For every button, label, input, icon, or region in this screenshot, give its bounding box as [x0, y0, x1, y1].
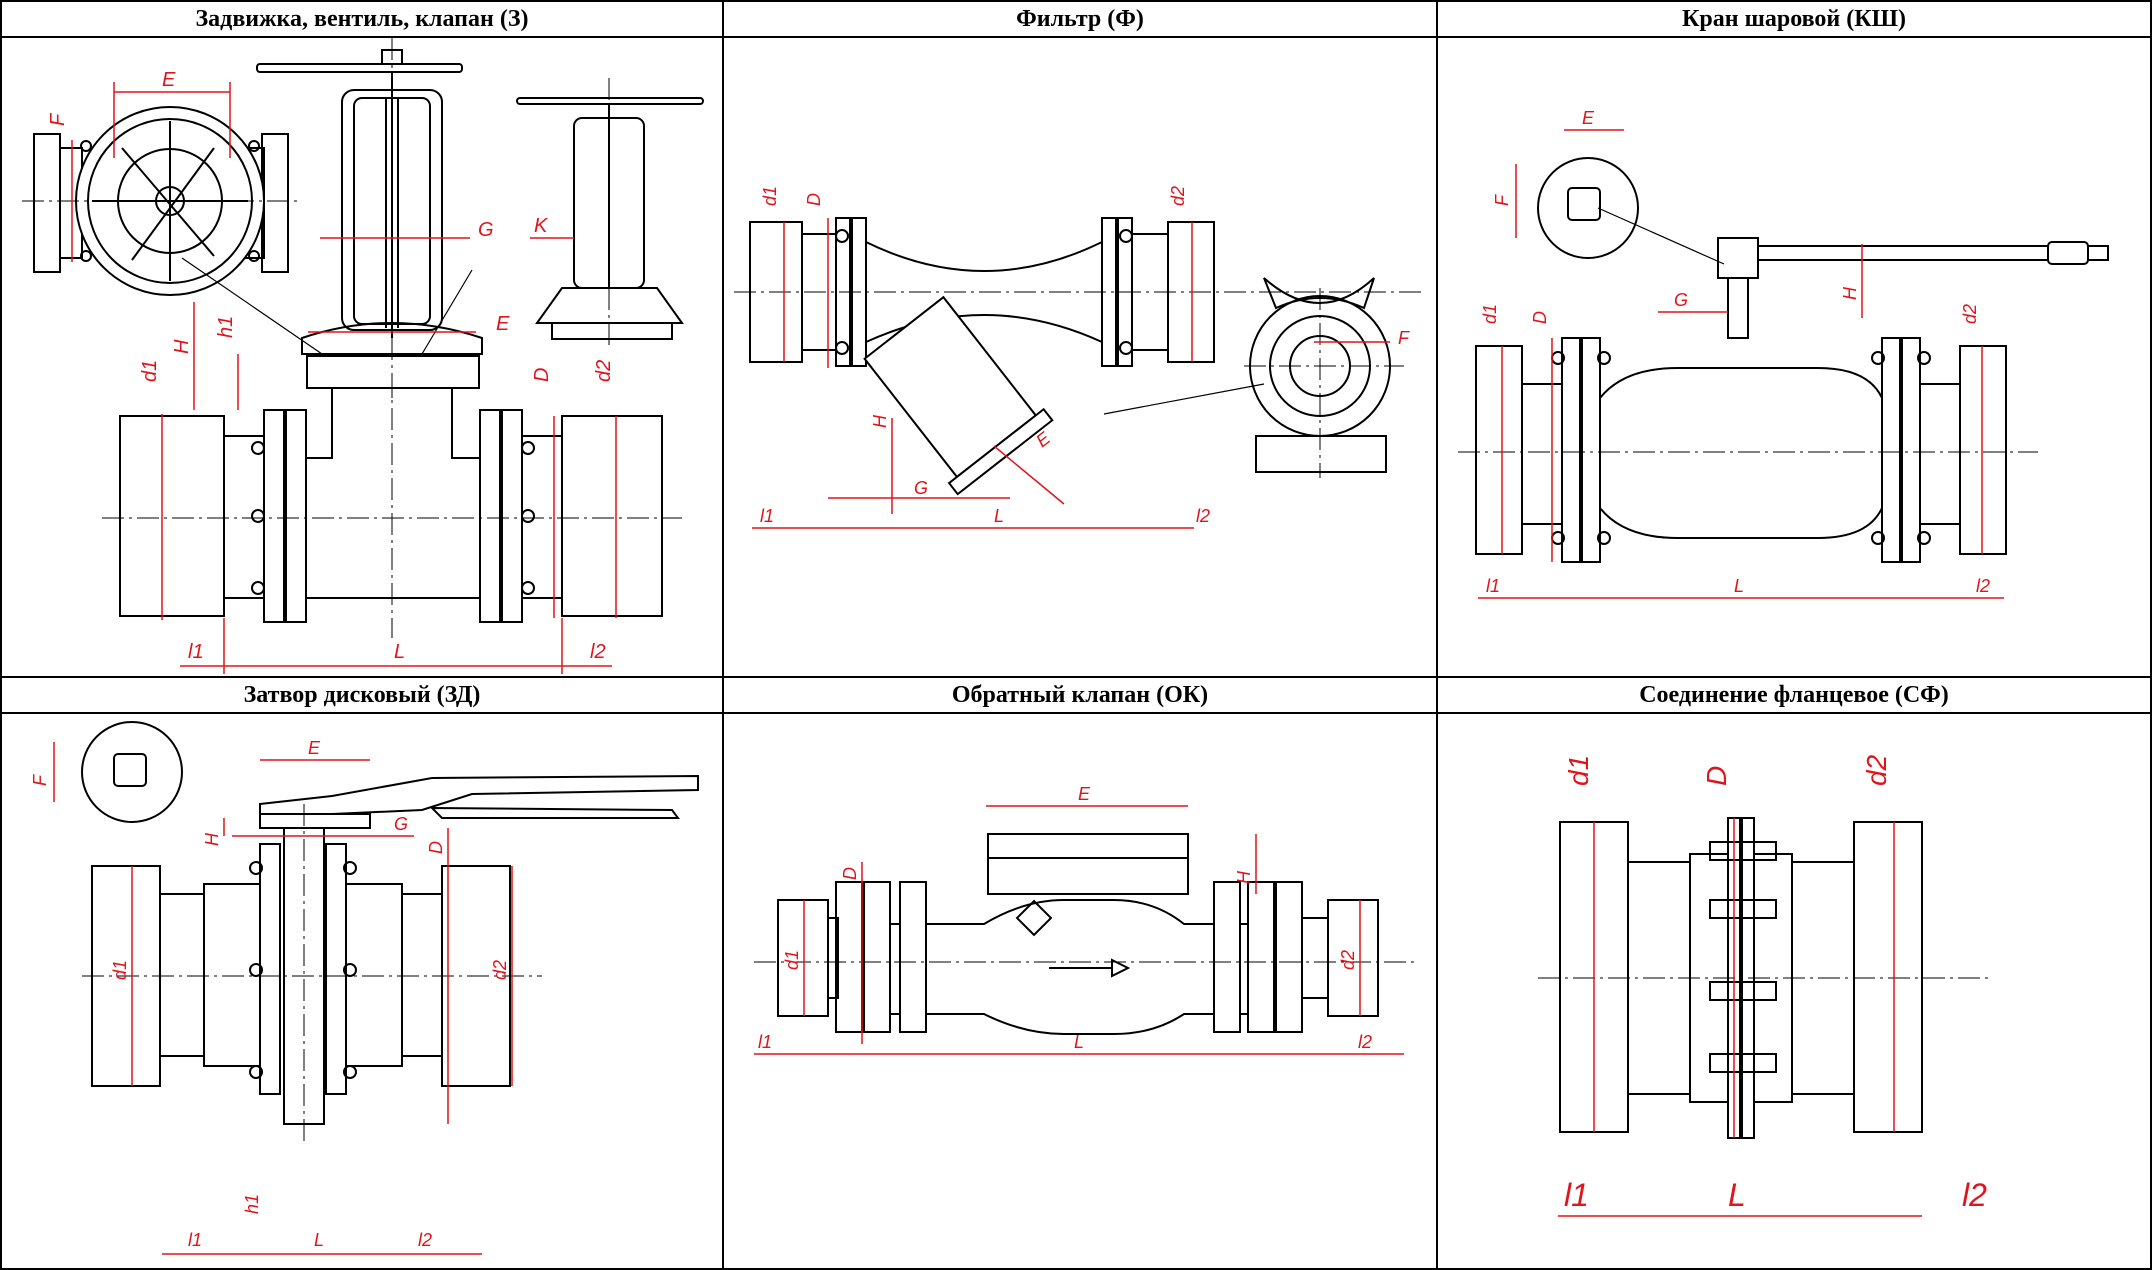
dim-label-E: E: [162, 69, 176, 91]
panel-title: Задвижка, вентиль, клапан (З): [2, 2, 722, 38]
dim-label-d2: d2: [593, 360, 615, 382]
dim-label-G: G: [914, 478, 928, 498]
flange-connection-dimensions: d1 D d2 l1 L l2: [1558, 754, 1987, 1217]
dim-label-H: H: [202, 832, 222, 846]
gate-valve-dimensions: E F G K H h1 E d1 D: [47, 69, 617, 674]
dim-label-G: G: [478, 219, 494, 241]
panel-ball-valve: Кран шаровой (КШ): [1436, 0, 2152, 678]
panel-flange-connection: Соединение фланцевое (СФ): [1436, 676, 2152, 1270]
ball-valve-body: [1458, 337, 2038, 563]
dim-label-F: F: [30, 774, 50, 786]
dim-label-l2: l2: [1358, 1032, 1372, 1052]
dim-label-d1: d1: [1563, 755, 1594, 786]
butterfly-valve-drawing: F E H G D d1 d2 l1 h1: [2, 714, 722, 1268]
gate-valve-side-view: [516, 78, 704, 348]
panel-title: Кран шаровой (КШ): [1438, 2, 2150, 38]
gate-valve-drawing: E F G K H h1 E d1 D: [2, 38, 722, 676]
filter-end-view: [1103, 277, 1404, 478]
gate-valve-top-view: [22, 106, 302, 296]
dim-label-D: D: [531, 368, 553, 382]
dim-label-K: K: [534, 215, 549, 237]
dim-label-d2: d2: [1168, 186, 1188, 206]
dim-label-L: L: [1734, 576, 1744, 596]
dim-label-H: H: [870, 414, 890, 428]
panel-butterfly-valve: Затвор дисковый (ЗД): [0, 676, 724, 1270]
panel-title: Обратный клапан (ОК): [724, 678, 1436, 714]
dim-label-d2: d2: [1338, 950, 1358, 970]
ball-valve-drawing: E F G H d1 D d2 l1 L: [1438, 38, 2150, 676]
check-valve-dimensions: E D H d1 d2 l1 L l2: [754, 784, 1404, 1055]
ball-valve-handle: [1537, 157, 2109, 339]
panel-title: Соединение фланцевое (СФ): [1438, 678, 2150, 714]
dim-label-l2: l2: [418, 1230, 432, 1250]
dim-label-l1: l1: [758, 1032, 772, 1052]
dim-label-D: D: [1530, 311, 1550, 324]
dim-label-l2: l2: [590, 641, 606, 663]
ball-valve-dimensions: E F G H d1 D d2 l1 L: [1478, 108, 2004, 599]
filter-dimensions: d1 D d2 F H E G l1 L: [752, 186, 1410, 529]
dim-label-F: F: [1492, 194, 1512, 206]
dim-label-F: F: [1398, 328, 1410, 348]
butterfly-valve-dimensions: F E H G D d1 d2 l1 h1: [30, 738, 513, 1255]
dim-label-l1: l1: [1486, 576, 1500, 596]
panel-check-valve: Обратный клапан (ОК): [722, 676, 1438, 1270]
dim-label-l2: l2: [1196, 506, 1210, 526]
panel-gate-valve: Задвижка, вентиль, клапан (З): [0, 0, 724, 678]
dim-label-d1: d1: [782, 950, 802, 970]
dim-label-d2: d2: [490, 960, 510, 980]
dim-label-h1: h1: [242, 1194, 262, 1214]
dim-label-E2: E: [496, 313, 510, 335]
panel-filter: Фильтр (Ф): [722, 0, 1438, 678]
dim-label-l2: l2: [1962, 1177, 1987, 1213]
dim-label-H: H: [171, 339, 193, 354]
dim-label-E: E: [1078, 784, 1091, 804]
dim-label-d2: d2: [1861, 754, 1892, 786]
dim-label-D: D: [840, 867, 860, 880]
butterfly-valve-handle: [81, 721, 699, 829]
dim-label-D: D: [426, 841, 446, 854]
dim-label-d1: d1: [760, 186, 780, 206]
gate-valve-handwheel-view: [256, 38, 483, 398]
dim-label-H: H: [1234, 870, 1254, 884]
dim-label-d1: d1: [139, 360, 161, 382]
flange-connection-body: [1538, 817, 1988, 1139]
filter-drawing: d1 D d2 F H E G l1 L: [724, 38, 1436, 676]
filter-body: [734, 217, 1424, 496]
dim-label-L: L: [394, 641, 405, 663]
dim-label-d1: d1: [1480, 304, 1500, 324]
dim-label-L: L: [1074, 1032, 1084, 1052]
flange-connection-drawing: d1 D d2 l1 L l2: [1438, 714, 2150, 1268]
dim-label-D: D: [1701, 766, 1732, 786]
dim-label-l2: l2: [1976, 576, 1990, 596]
dim-label-H: H: [1840, 286, 1860, 300]
dim-label-F: F: [47, 112, 69, 126]
dim-label-d1: d1: [110, 960, 130, 980]
dim-label-G: G: [394, 814, 408, 834]
dim-label-G: G: [1674, 290, 1688, 310]
dim-label-L: L: [314, 1230, 324, 1250]
dim-label-E: E: [1582, 108, 1595, 128]
dim-label-h1: h1: [215, 316, 237, 338]
dim-label-D: D: [804, 193, 824, 206]
dim-label-d2: d2: [1960, 304, 1980, 324]
gate-valve-main-body: [102, 257, 682, 638]
dim-label-l1: l1: [188, 1230, 202, 1250]
dim-label-l1: l1: [188, 641, 204, 663]
panel-title: Затвор дисковый (ЗД): [2, 678, 722, 714]
butterfly-valve-body: [82, 804, 542, 1144]
check-valve-drawing: E D H d1 d2 l1 L l2: [724, 714, 1436, 1268]
dim-label-E: E: [308, 738, 321, 758]
dim-label-l1: l1: [1564, 1177, 1589, 1213]
panel-title: Фильтр (Ф): [724, 2, 1436, 38]
dim-label-l1: l1: [760, 506, 774, 526]
dim-label-L: L: [1728, 1177, 1746, 1213]
check-valve-body: [754, 833, 1414, 1035]
dim-label-L: L: [994, 506, 1004, 526]
